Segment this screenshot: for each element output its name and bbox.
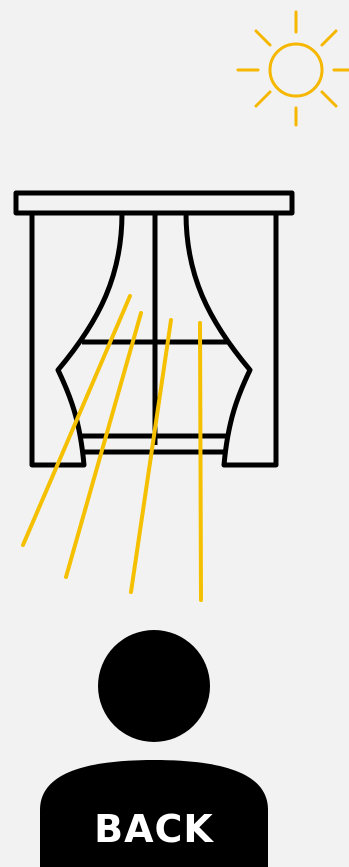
person-silhouette-icon bbox=[40, 630, 268, 867]
sun-icon bbox=[238, 12, 349, 125]
